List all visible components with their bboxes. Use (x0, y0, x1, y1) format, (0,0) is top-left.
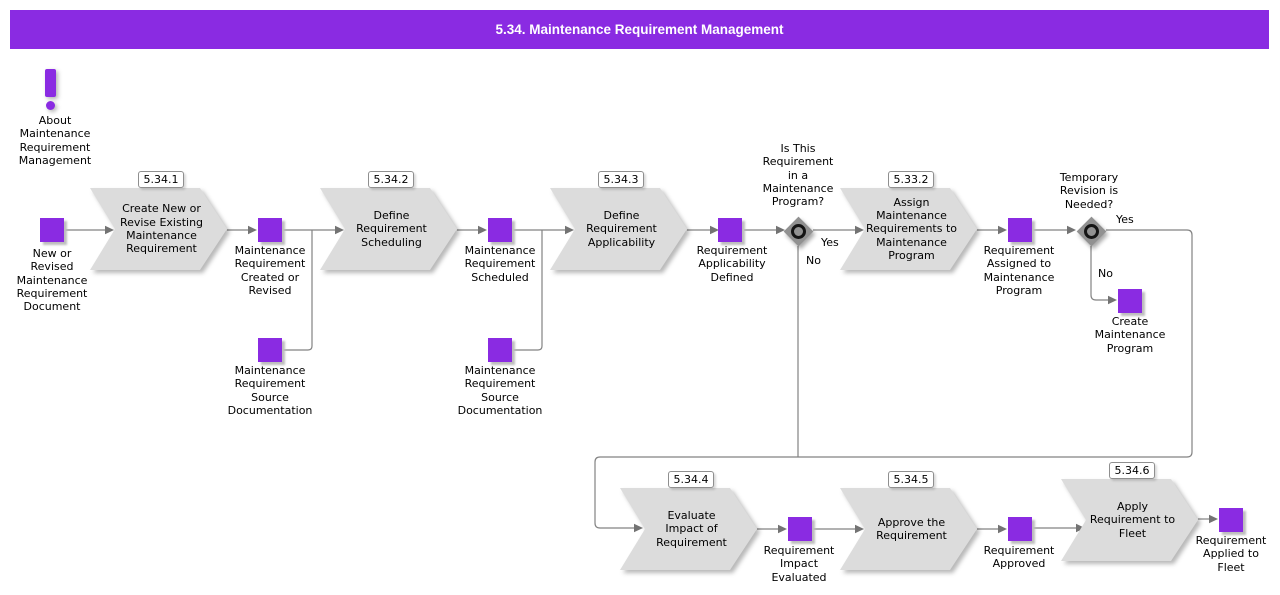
process-define-requirement-applicability[interactable]: Define Requirement Applicability (550, 188, 687, 270)
event-square-requirement-created-or-revised[interactable] (258, 218, 282, 242)
event-square-requirement-applied-to-fleet[interactable] (1219, 508, 1243, 532)
process-create-revise-requirement[interactable]: Create New or Revise Existing Maintenanc… (90, 188, 227, 270)
process-evaluate-impact[interactable]: Evaluate Impact of Requirement (620, 488, 757, 570)
process-label: Define Requirement Scheduling (356, 209, 427, 249)
process-badge-5-34-6[interactable]: 5.34.6 (1109, 462, 1155, 479)
process-apply-requirement-to-fleet[interactable]: Apply Requirement to Fleet (1061, 479, 1198, 561)
event-label: Maintenance Requirement Created or Revis… (234, 244, 306, 297)
event-label: Requirement Applied to Fleet (1195, 534, 1267, 574)
decision-diamond-in-maintenance-program[interactable] (783, 216, 813, 246)
event-square-requirement-scheduled[interactable] (488, 218, 512, 242)
about-label: About Maintenance Requirement Management (18, 114, 92, 167)
decision-question: Is This Requirement in a Maintenance Pro… (762, 142, 834, 209)
process-badge-5-34-2[interactable]: 5.34.2 (368, 171, 414, 188)
process-approve-requirement[interactable]: Approve the Requirement (840, 488, 977, 570)
event-square-requirement-approved[interactable] (1008, 517, 1032, 541)
decision-diamond-temporary-revision[interactable] (1076, 216, 1106, 246)
event-square-create-maintenance-program[interactable] (1118, 289, 1142, 313)
event-label: Create Maintenance Program (1094, 315, 1166, 355)
process-label: Define Requirement Applicability (586, 209, 657, 249)
title-bar: 5.34. Maintenance Requirement Management (10, 10, 1269, 49)
about-exclamation-icon[interactable] (45, 69, 59, 113)
event-square-impact-evaluated[interactable] (788, 517, 812, 541)
exclamation-bar (45, 69, 56, 97)
event-label: Maintenance Requirement Source Documenta… (227, 364, 313, 417)
event-label: Maintenance Requirement Source Documenta… (457, 364, 543, 417)
process-label: Approve the Requirement (876, 515, 947, 542)
process-label: Assign Maintenance Requirements to Maint… (865, 195, 957, 262)
page-title: 5.34. Maintenance Requirement Management (495, 22, 784, 37)
event-label: New or Revised Maintenance Requirement D… (16, 247, 88, 314)
process-label: Evaluate Impact of Requirement (656, 509, 727, 549)
event-square-new-or-revised-document[interactable] (40, 218, 64, 242)
event-label: Maintenance Requirement Scheduled (464, 244, 536, 284)
event-label: Requirement Impact Evaluated (763, 544, 835, 584)
branch-label-no: No (806, 254, 821, 267)
exclamation-dot (46, 101, 55, 110)
branch-label-yes: Yes (1116, 213, 1134, 226)
branch-label-yes: Yes (821, 236, 839, 249)
process-badge-5-33-2[interactable]: 5.33.2 (888, 171, 934, 188)
process-label: Apply Requirement to Fleet (1089, 500, 1176, 540)
event-label: Requirement Assigned to Maintenance Prog… (983, 244, 1055, 297)
process-badge-5-34-1[interactable]: 5.34.1 (138, 171, 184, 188)
process-badge-5-34-3[interactable]: 5.34.3 (598, 171, 644, 188)
event-label: Requirement Applicability Defined (696, 244, 768, 284)
process-define-requirement-scheduling[interactable]: Define Requirement Scheduling (320, 188, 457, 270)
event-square-source-documentation-1[interactable] (258, 338, 282, 362)
process-badge-5-34-4[interactable]: 5.34.4 (668, 471, 714, 488)
process-badge-5-34-5[interactable]: 5.34.5 (888, 471, 934, 488)
event-square-assigned-to-program[interactable] (1008, 218, 1032, 242)
diamond-ring-icon (1083, 223, 1099, 239)
diamond-ring-icon (790, 223, 806, 239)
process-assign-requirements-to-program[interactable]: Assign Maintenance Requirements to Maint… (840, 188, 977, 270)
branch-label-no: No (1098, 267, 1113, 280)
event-square-source-documentation-2[interactable] (488, 338, 512, 362)
event-square-applicability-defined[interactable] (718, 218, 742, 242)
event-label: Requirement Approved (983, 544, 1055, 571)
decision-question: Temporary Revision is Needed? (1059, 171, 1119, 211)
process-label: Create New or Revise Existing Maintenanc… (119, 202, 204, 256)
